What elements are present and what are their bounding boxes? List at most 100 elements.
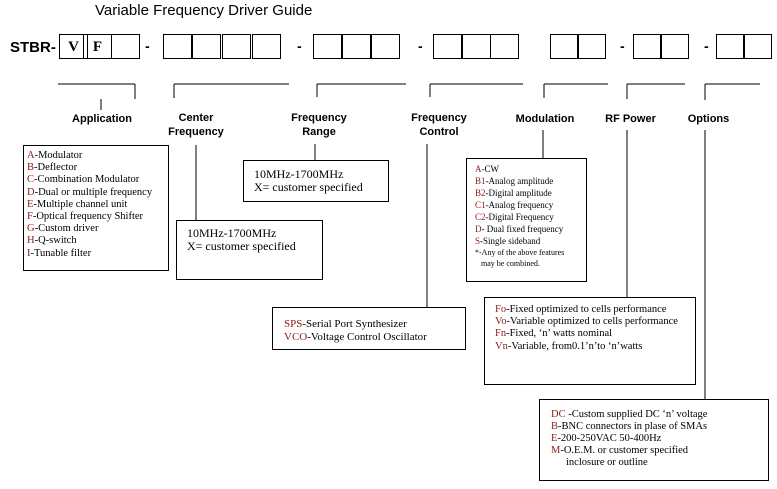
option-description: -Deflector [34,162,78,174]
code-cell-modulation [550,34,579,59]
option-description: -Serial Port Synthesizer [302,318,407,330]
list-item: G-Custom driver [27,223,168,235]
header-center-frequency-line: Center [178,112,214,124]
code-cell-center-frequency [252,34,281,59]
page-title: Variable Frequency Driver Guide [95,2,313,19]
list-item: C1-Analog frequency [475,199,586,211]
separator-dash: - [145,38,150,54]
code-cell-center-frequency [222,34,251,59]
option-description: -Dual or multiple frequency [34,186,153,198]
option-description: -Combination Modulator [34,174,140,186]
list-item: SPS-Serial Port Synthesizer [284,318,465,331]
code-cell-modulation [577,34,606,59]
list-item: B1-Analog amplitude [475,175,586,187]
header-center-frequency-line: Frequency [168,126,224,138]
option-code: DC [551,409,566,420]
option-description: -Digital Frequency [485,212,554,222]
code-cell-rf-power [633,34,662,59]
list-item: Vn-Variable, from0.1’n’to ‘n’watts [495,341,695,353]
option-code: B [551,421,559,432]
option-description: -Custom driver [34,223,99,235]
option-code: B [27,162,35,174]
center-frequency-box: 10MHz-1700MHz X= customer specified [176,220,323,280]
option-code: C2 [475,212,486,222]
option-code: E [27,198,34,210]
center-frequency-range: 10MHz-1700MHz [187,226,277,240]
header-frequency-range-line: Frequency [291,112,347,124]
option-code: Fn [495,328,507,340]
part-number-prefix: STBR- [10,39,56,56]
code-cell-frequency-range [313,34,342,59]
option-description: -Digital amplitude [485,188,552,198]
separator-dash: - [620,38,625,54]
option-description: -Custom supplied DC ‘n’ voltage [565,409,708,420]
list-item: A-Modulator [27,150,168,162]
separator-dash: - [418,38,423,54]
list-item: DC -Custom supplied DC ‘n’ voltage [551,409,768,421]
option-code: H [27,235,35,247]
header-modulation: Modulation [515,113,575,125]
option-description: -O.E.M. or customer specified [560,445,689,456]
list-item: Fo-Fixed optimized to cells performance [495,304,695,316]
modulation-note: may be combined. [481,259,540,268]
separator-dash: - [297,38,302,54]
option-description: -Voltage Control Oscillator [307,330,427,343]
option-code: G [27,223,35,235]
list-item: Vo-Variable optimized to cells performan… [495,316,695,328]
options-box: DC -Custom supplied DC ‘n’ voltage B-BNC… [539,399,769,481]
application-options-box: A-Modulator B-Deflector C-Combination Mo… [23,145,169,271]
option-code: M [551,445,561,456]
option-description: -Analog amplitude [485,176,554,186]
option-description: -Optical frequency Shifter [32,211,144,223]
header-application: Application [72,113,132,125]
option-description: - Dual fixed frequency [481,224,564,234]
list-item: D- Dual fixed frequency [475,223,586,235]
code-cell-frequency-control [490,34,519,59]
frequency-range-value: 10MHz-1700MHz [254,167,344,181]
modulation-box: A-CW B1-Analog amplitude B2-Digital ampl… [466,158,587,282]
option-code: Vo [495,316,507,328]
option-description-continued: inclosure or outline [566,457,648,468]
header-center-frequency: Center Frequency [151,111,241,139]
list-item: H-Q-switch [27,235,168,247]
header-frequency-range-line: Range [302,126,336,138]
code-cell-rf-power [660,34,689,59]
list-item: B-BNC connectors in plase of SMAs [551,421,768,433]
option-code: A [27,150,35,161]
option-code: B1 [475,176,486,186]
option-code: D [27,186,35,198]
code-cell-frequency-range [342,34,371,59]
option-code: SPS [284,318,303,330]
center-frequency-note: X= customer specified [187,239,296,253]
list-item: F-Optical frequency Shifter [27,211,168,223]
option-code: I [27,247,31,259]
option-code: C1 [475,200,486,210]
header-options: Options [687,113,730,125]
option-description: -CW [481,164,500,174]
option-code: S [475,236,481,246]
option-code: D [475,224,482,234]
option-description: -Variable optimized to cells performance [506,316,678,328]
option-code: C [27,174,35,186]
code-cell-options [716,34,745,59]
list-item: E-200-250VAC 50-400Hz [551,433,768,445]
list-item: D-Dual or multiple frequency [27,187,168,199]
option-description: -BNC connectors in plase of SMAs [558,421,708,432]
header-frequency-control: Frequency Control [394,111,484,139]
header-frequency-control-line: Frequency [411,112,467,124]
list-item: VCO-Voltage Control Oscillator [284,331,465,344]
code-cell-blank [111,34,140,59]
list-item: C-Combination Modulator [27,174,168,186]
option-code: E [551,433,558,444]
list-item: S-Single sideband [475,235,586,247]
option-code: Fo [495,304,507,315]
option-code: VCO [284,330,308,343]
list-item: E-Multiple channel unit [27,199,168,211]
code-cell-application: V [59,34,88,59]
header-frequency-control-line: Control [419,126,459,138]
rf-power-box: Fo-Fixed optimized to cells performance … [484,297,696,385]
list-item: I-Tunable filter [27,248,168,260]
code-cell-center-frequency [192,34,221,59]
list-item: C2-Digital Frequency [475,211,586,223]
